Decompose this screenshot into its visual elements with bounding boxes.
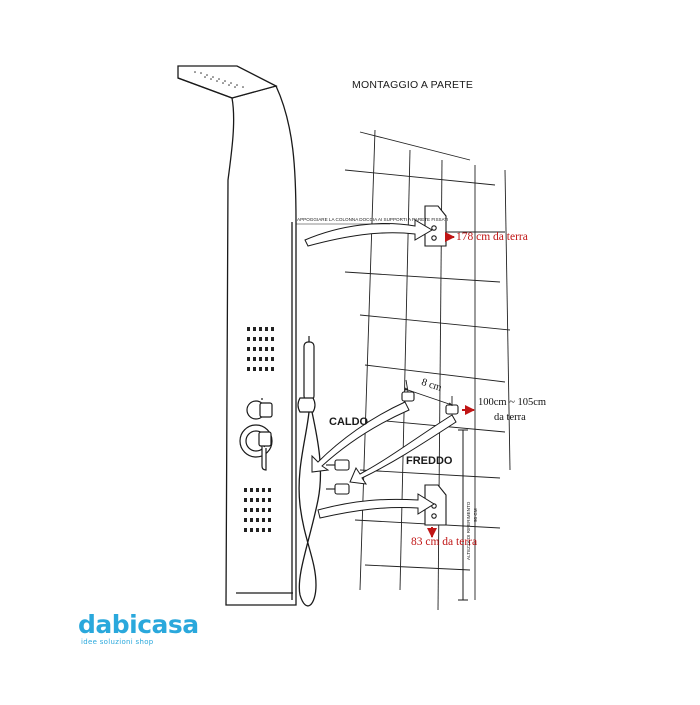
column-inlets bbox=[326, 459, 350, 495]
reference-height-value: 98 CM bbox=[473, 508, 478, 522]
hand-shower bbox=[297, 336, 316, 413]
shower-column bbox=[177, 65, 297, 606]
wall-water-connectors bbox=[401, 391, 459, 415]
diagram-title: MONTAGGIO A PARETE bbox=[352, 79, 474, 91]
inlet-height-range-label: 100cm ~ 105cm bbox=[478, 397, 547, 408]
top-bracket-height-label: 178 cm da terra bbox=[456, 231, 528, 243]
installation-arrows bbox=[304, 219, 457, 519]
upper-body-jets bbox=[247, 327, 274, 371]
top-wall-bracket bbox=[424, 205, 447, 247]
cold-water-label: FREDDO bbox=[406, 455, 453, 467]
lower-body-jets bbox=[244, 488, 271, 532]
diverter-knob bbox=[246, 398, 273, 420]
rain-head-nozzles bbox=[194, 71, 244, 88]
hose bbox=[298, 411, 322, 607]
bottom-wall-bracket bbox=[424, 484, 447, 526]
column-note-label: APPOGGIARE LA COLONNA DOCCIA AI SUPPORTI… bbox=[297, 217, 449, 222]
brand-logo: dabicasa idee soluzioni shop bbox=[78, 612, 199, 646]
reference-height-label: ALTEZZA DI RIFERIMENTO bbox=[466, 501, 471, 560]
brand-tagline: idee soluzioni shop bbox=[81, 638, 154, 646]
bottom-bracket-height-label: 83 cm da terra bbox=[411, 536, 478, 548]
red-measure-arrows bbox=[427, 232, 475, 538]
mixer-knob bbox=[239, 424, 273, 471]
spacing-dimension bbox=[404, 379, 453, 406]
reference-height-line bbox=[458, 429, 468, 601]
hot-water-label: CALDO bbox=[329, 416, 369, 428]
inlet-height-unit-label: da terra bbox=[494, 412, 526, 423]
brand-name: dabicasa bbox=[78, 610, 199, 639]
